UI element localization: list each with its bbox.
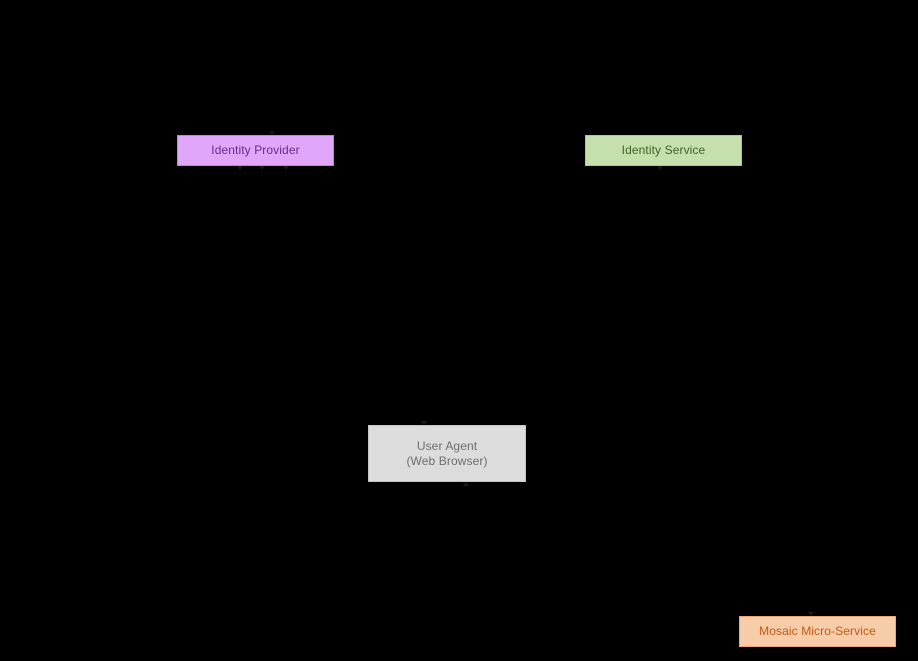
node-user-agent[interactable]: User Agent (Web Browser)	[368, 425, 526, 482]
node-mosaic-micro-service[interactable]: Mosaic Micro-Service	[739, 616, 896, 647]
ip-top-tick-arrowhead-icon	[269, 131, 275, 135]
lifeline-user-agent	[447, 0, 448, 425]
is-bottom-tick-arrowhead-icon	[657, 166, 663, 170]
ip-bottom-tick-2-arrowhead-icon	[259, 166, 265, 170]
lifeline-identity-provider	[255, 166, 256, 621]
node-identity-service[interactable]: Identity Service	[585, 135, 742, 166]
ua-top-tick-arrowhead-icon	[421, 421, 427, 425]
lifeline-identity-service	[663, 166, 664, 621]
ms-top-tick-arrowhead-icon	[808, 612, 814, 616]
ip-bottom-tick-arrowhead-icon	[237, 166, 243, 170]
node-identity-provider[interactable]: Identity Provider	[177, 135, 334, 166]
lifeline-user-agent-lower	[447, 482, 448, 661]
ip-bottom-tick-3-arrowhead-icon	[283, 166, 289, 170]
lifeline-mosaic	[817, 166, 818, 616]
ua-bottom-tick-arrowhead-icon	[463, 482, 469, 486]
